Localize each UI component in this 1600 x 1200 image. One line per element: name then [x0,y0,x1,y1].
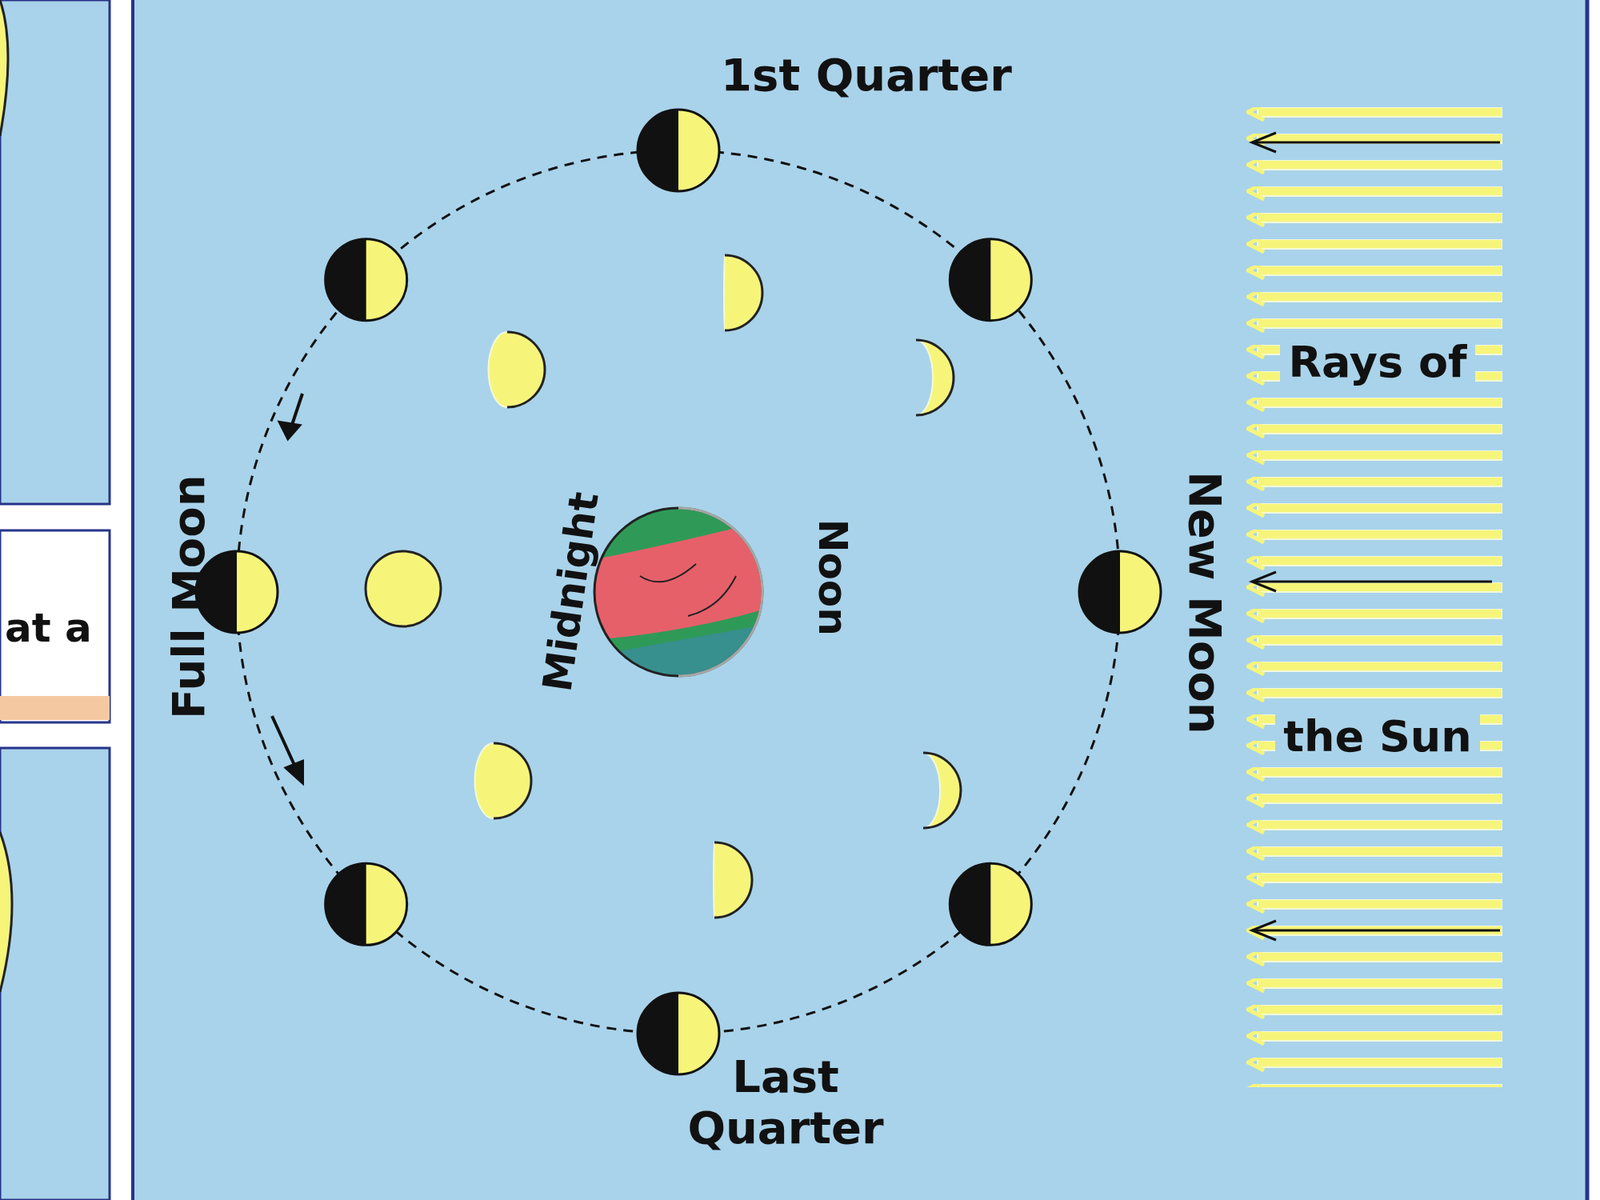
phase-edge [916,340,954,416]
label-text: Full Moon [163,474,215,720]
moon-lit [366,239,408,321]
moon-dark [637,992,720,1075]
moon-outline [637,109,720,192]
moon-lit [1120,551,1161,633]
moon-phase [488,332,545,408]
left-panel-lower [0,748,110,1200]
moon-phase [724,255,763,331]
moons [196,109,1161,1075]
moon-phase [474,743,532,819]
moon-outline [949,239,1032,321]
panel-border [1585,0,1590,1200]
moon-lit [366,863,408,945]
earth [592,480,768,688]
left-fragment [0,832,12,992]
moon-lit [678,109,720,192]
left-panel-box [0,530,110,723]
moon-outline [325,863,408,945]
label-text: at a [4,605,92,652]
left-panel-strip [0,696,110,720]
moon-lit [990,239,1032,321]
label-text: Rays of [1280,336,1475,389]
moon-phase [923,752,961,828]
ray-arrows [1252,132,1500,940]
moon-dark [325,239,408,321]
label-text: New Moon [1178,471,1230,735]
earth-outline [594,508,763,676]
phase-edge [714,842,752,918]
moon-dark [1079,551,1161,633]
phase-edge [493,743,532,819]
left-panel-upper [0,0,110,504]
right-margin [1587,0,1600,1200]
moon-orbit [236,150,1120,1034]
moon-dark [637,109,720,192]
moon-outline [949,863,1032,945]
moon-outline [325,239,408,321]
moon-lit [678,992,720,1075]
moon-lit [236,551,278,633]
label-text: Last Quarter [669,1051,902,1155]
moon-dark [325,863,408,945]
moon-outline [637,992,720,1075]
moon-dark [949,863,1032,945]
panel-border [131,0,135,1200]
phase-edge [923,752,961,828]
phases [365,255,961,918]
sun-rays [1246,107,1503,1088]
moon-dark [949,239,1032,321]
label-text: the Sun [1275,710,1480,764]
label-text: 1st Quarter [720,49,1012,101]
moon-lit [990,863,1032,945]
left-panel [0,0,133,1200]
phase-edge [507,332,545,408]
phase-edge [724,255,763,331]
label-text: Noon [808,519,856,636]
moon-phase [916,340,954,416]
left-fragment [0,0,8,136]
moon-outline [1079,551,1161,633]
moon-phase [713,842,752,918]
moon-phase [365,551,441,627]
